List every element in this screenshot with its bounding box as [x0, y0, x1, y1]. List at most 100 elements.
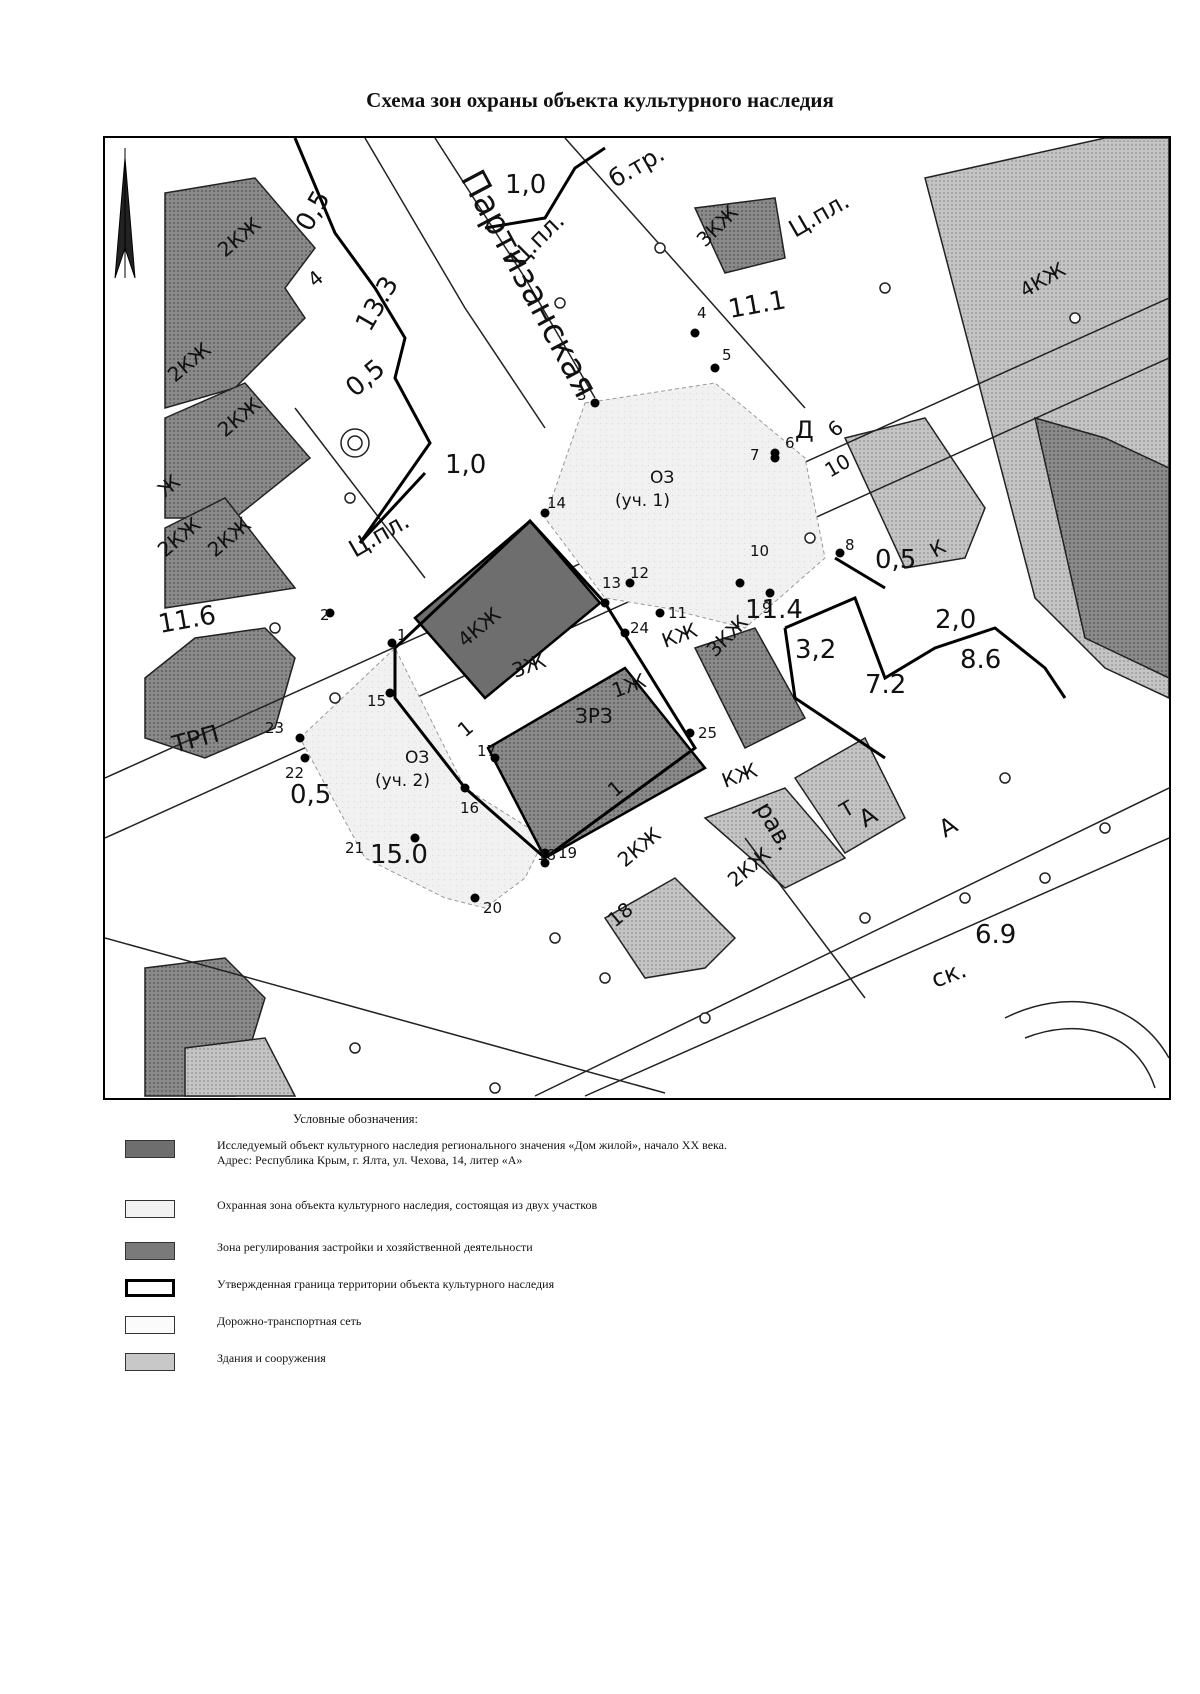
- elevation-label: 6.9: [975, 920, 1016, 950]
- boundary-point-label: 19: [558, 844, 577, 862]
- boundary-point-marker: [625, 578, 635, 588]
- elevation-label: 11.4: [745, 595, 803, 625]
- boundary-point-label: 8: [845, 536, 855, 554]
- boundary-point-marker: [540, 508, 550, 518]
- territory-boundaries: [293, 138, 1067, 760]
- legend-swatch-protection: [125, 1200, 175, 1218]
- buildings-layer: [144, 138, 1169, 1097]
- boundary-line: [784, 596, 1067, 699]
- street-line: [105, 937, 666, 1094]
- building-block: [703, 787, 847, 889]
- street-line: [564, 138, 806, 409]
- boundary-point-marker: [460, 783, 470, 793]
- zone-label-oz2: ОЗ: [405, 748, 429, 768]
- boundary-point-label: 4: [697, 304, 707, 322]
- north-arrow-icon: [114, 148, 136, 279]
- street-line: [1024, 1027, 1156, 1089]
- boundary-point-marker: [540, 848, 550, 858]
- street-line: [584, 837, 1169, 1097]
- boundary-point-marker: [295, 733, 305, 743]
- map-text-mark: ск.: [927, 955, 970, 993]
- boundary-point-label: 23: [265, 719, 284, 737]
- legend-swatch-heritage: [125, 1140, 175, 1158]
- boundary-point-marker: [690, 328, 700, 338]
- boundary-point-label: 18: [537, 846, 556, 864]
- boundary-point-marker: [770, 453, 780, 463]
- boundary-point-marker: [470, 893, 480, 903]
- building-block: [164, 497, 297, 609]
- boundary-point-marker: [765, 588, 775, 598]
- boundary-line: [358, 471, 427, 545]
- tree-symbols: [269, 242, 1111, 1094]
- elevation-label: 2,0: [935, 605, 976, 635]
- zone-label-oz1: ОЗ: [650, 468, 674, 488]
- legend-text: Исследуемый объект культурного наследия …: [217, 1138, 728, 1167]
- building-block: [793, 736, 906, 855]
- building-block: [184, 1037, 297, 1097]
- boundary-point-label: 11: [668, 604, 687, 622]
- elevation-label: 8.6: [960, 645, 1001, 675]
- heritage-object-building: [413, 519, 602, 700]
- map-text-mark: б.тр.: [604, 139, 669, 193]
- legend-text: Утвержденная граница территории объекта …: [217, 1277, 555, 1291]
- boundary-point-marker: [410, 833, 420, 843]
- zone-label-zrz: ЗРЗ: [575, 704, 613, 728]
- elevation-label: 11.1: [726, 285, 788, 325]
- boundary-point-label: 12: [630, 564, 649, 582]
- elevation-label: 0,5: [875, 545, 916, 575]
- street-line: [1004, 1000, 1169, 1059]
- boundary-point-label: 16: [460, 799, 479, 817]
- boundary-point-marker: [600, 598, 610, 608]
- heritage-boundary: [393, 518, 698, 860]
- boundary-point-marker: [387, 638, 397, 648]
- boundary-point-label: 5: [722, 346, 732, 364]
- elevation-label: 7.2: [865, 670, 906, 700]
- building-block: [693, 197, 786, 274]
- map-text-mark: Ц.пл.: [784, 186, 854, 243]
- boundary-point-marker: [385, 688, 395, 698]
- legend-swatch-regulation: [125, 1242, 175, 1260]
- boundary-point-marker: [685, 728, 695, 738]
- boundary-point-label: 2: [320, 606, 330, 624]
- boundary-point-label: 3: [577, 386, 587, 404]
- boundary-point-label: 10: [750, 542, 769, 560]
- legend-swatch-buildings: [125, 1353, 175, 1371]
- boundary-point-marker: [655, 608, 665, 618]
- building-block: [164, 382, 312, 519]
- development-regulation-zone: [486, 666, 707, 860]
- building-block: [164, 177, 316, 409]
- legend-title: Условные обозначения:: [293, 1112, 419, 1126]
- elevation-label: 15.0: [370, 840, 428, 870]
- boundary-point-label: 13: [602, 574, 621, 592]
- elevation-label: 3,2: [795, 635, 836, 665]
- legend-text: Зона регулирования застройки и хозяйстве…: [217, 1240, 533, 1254]
- boundary-line: [293, 138, 432, 544]
- boundary-line: [484, 146, 606, 230]
- building-block: [603, 877, 737, 979]
- street-line: [744, 837, 866, 999]
- elevation-label: 1,0: [505, 170, 546, 200]
- street-line: [534, 787, 1169, 1097]
- protection-zone-oz-2: [299, 647, 546, 909]
- legend-text: Здания и сооружения: [217, 1351, 326, 1365]
- protection-zone-oz-1: [544, 382, 826, 629]
- building-block: [1033, 416, 1169, 679]
- building-label: КЖ: [719, 758, 761, 793]
- elevation-label: 0,5: [340, 354, 391, 404]
- building-label: 1: [453, 715, 478, 742]
- boundary-line: [834, 556, 886, 590]
- page-title: Схема зон охраны объекта культурного нас…: [366, 88, 834, 112]
- building-label: 4: [303, 265, 328, 292]
- boundary-point-label: 9: [762, 599, 772, 617]
- boundary-point-marker: [325, 608, 335, 618]
- boundary-point-label: 20: [483, 899, 502, 917]
- boundary-point-marker: [590, 398, 600, 408]
- boundary-line: [783, 627, 886, 760]
- boundary-point-label: 6: [785, 434, 795, 452]
- street-line: [434, 138, 596, 399]
- building-label: 2КЖ: [613, 822, 666, 872]
- building-block: [144, 627, 296, 759]
- boundary-point-label: 1: [397, 626, 407, 644]
